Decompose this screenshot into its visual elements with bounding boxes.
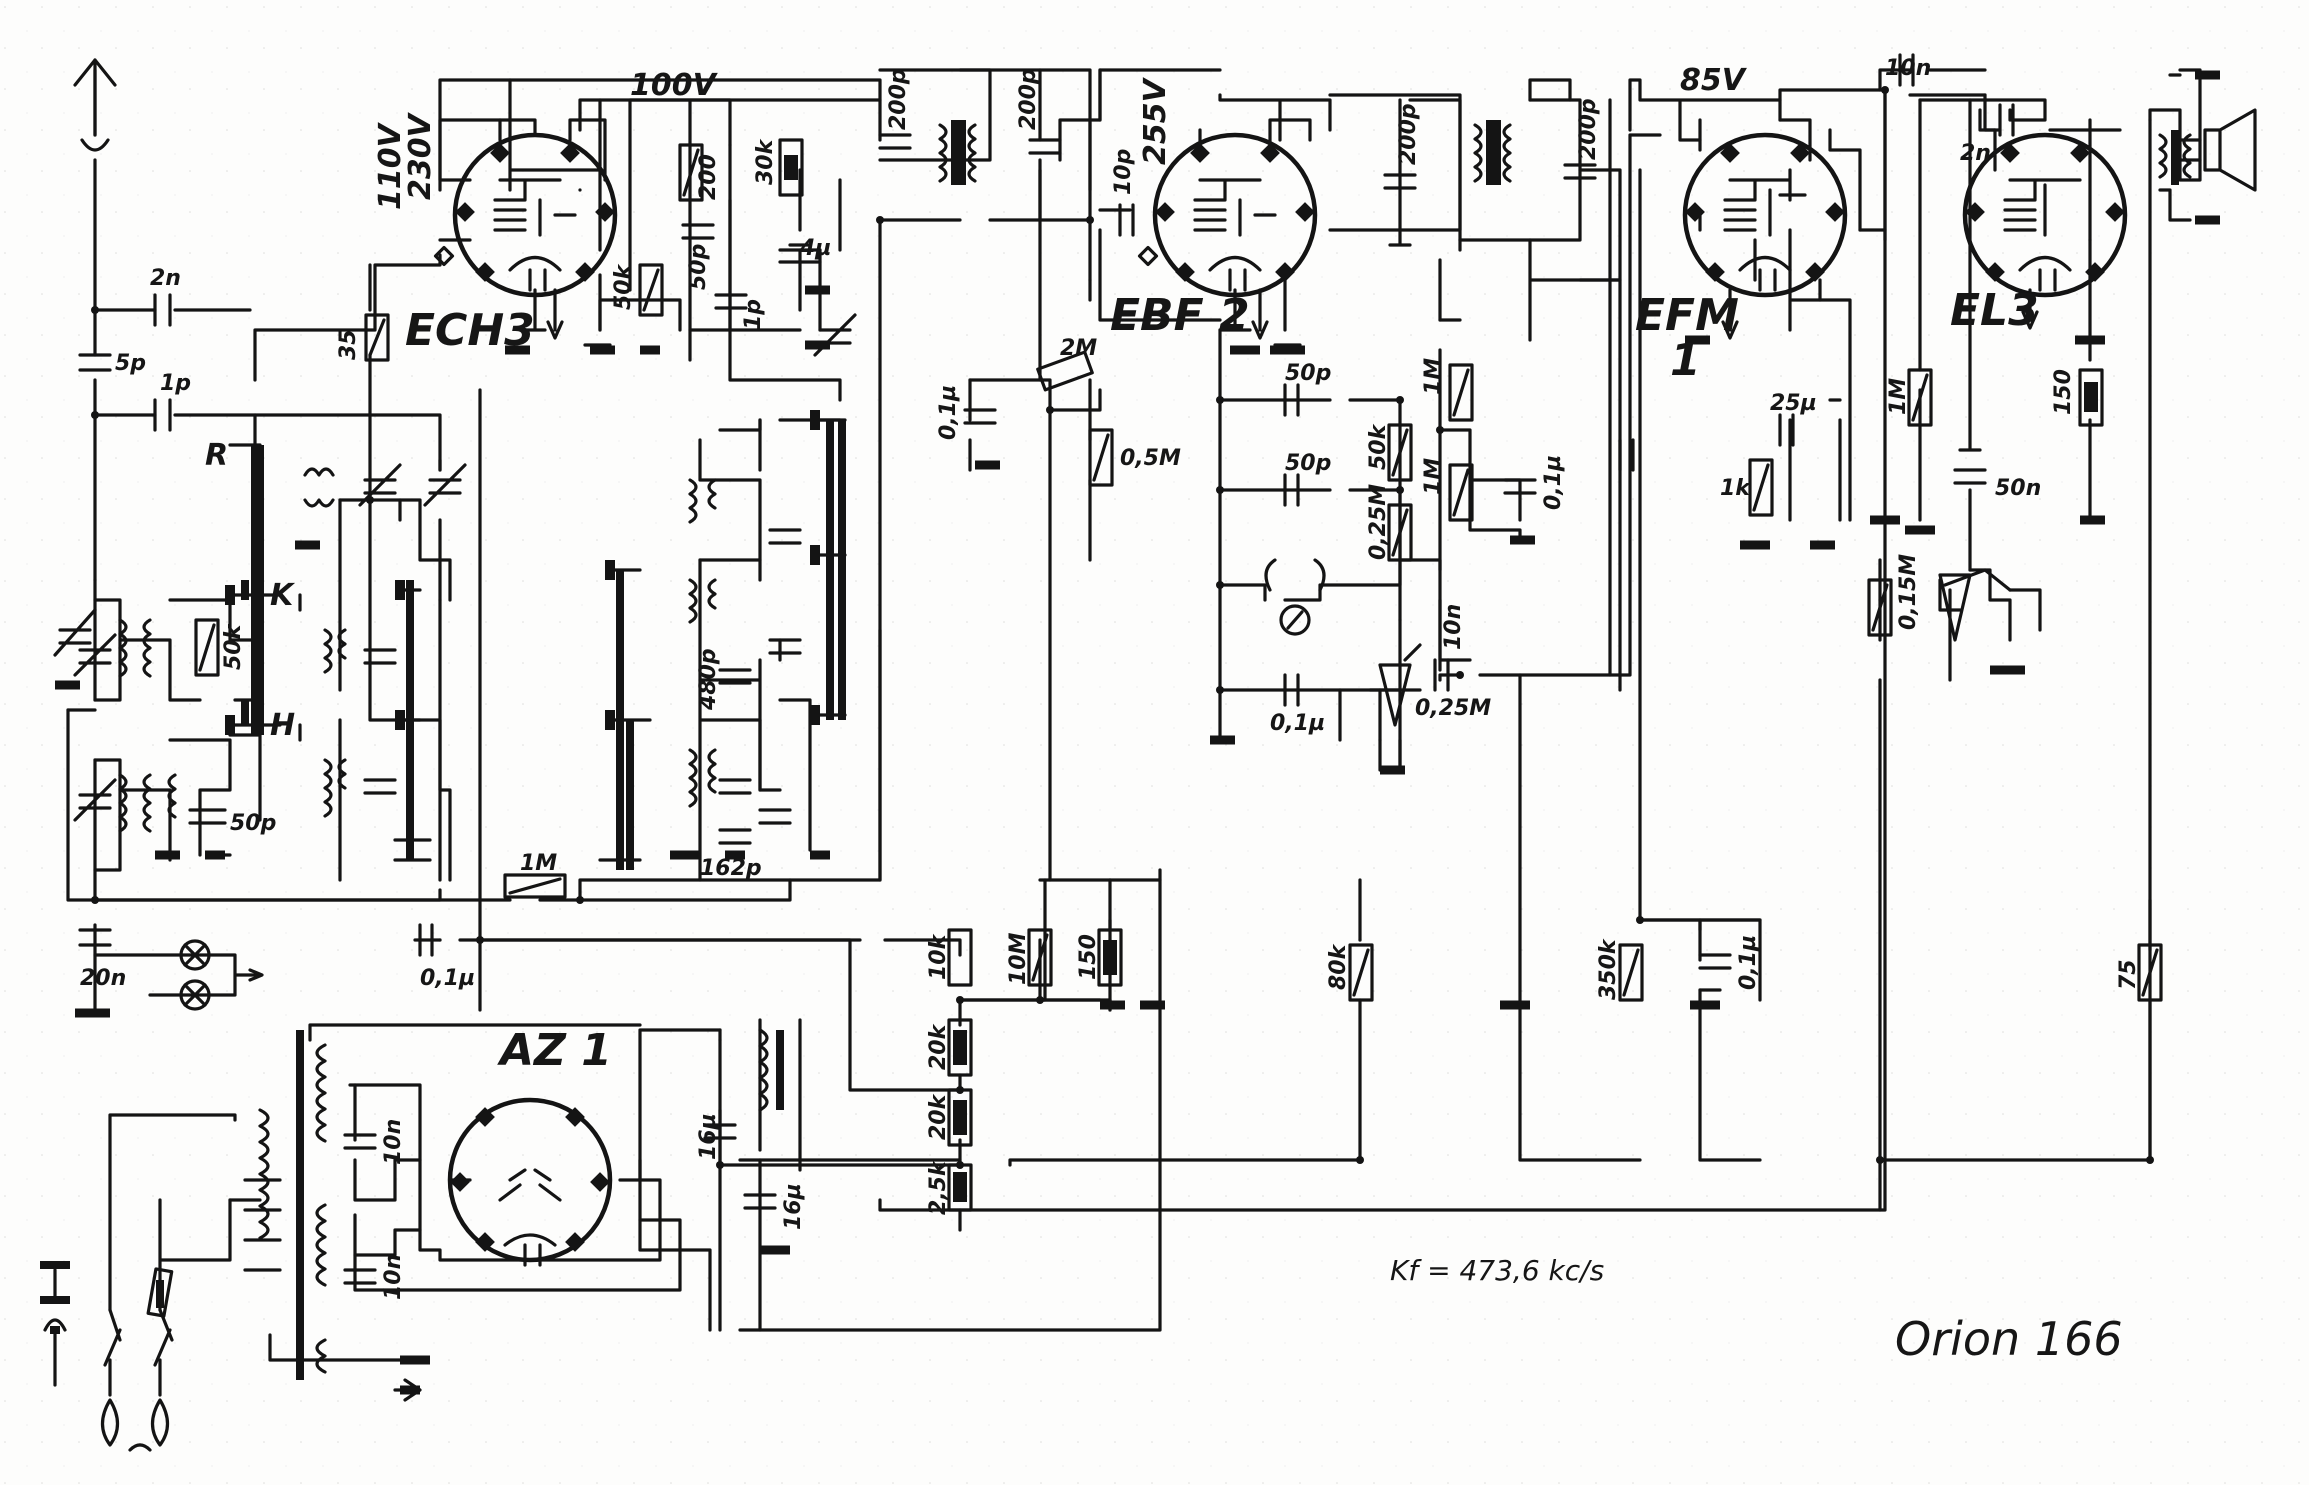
c-50p-det1-label: 50p [1285, 361, 1331, 386]
c-4u-label: 4µ [799, 236, 832, 261]
tube-el3 [1962, 132, 2128, 345]
c-20n-label: 20n [80, 966, 126, 991]
band-labels: R K H [205, 438, 296, 743]
mains-switch [40, 1261, 174, 1367]
r-1m-el3-label: 1M [1886, 378, 1911, 415]
efm1-label: EFM [1635, 290, 1739, 341]
r-20k-b-label: 20k [926, 1093, 951, 1140]
pot-025m-label: 0,25M [1415, 696, 1491, 721]
az1-label: AZ 1 [497, 1025, 612, 1076]
pot-015m-label: 0,15M [1896, 554, 1921, 630]
r-1m-a-label: 1M [1421, 358, 1446, 395]
v85-label: 85V [1680, 63, 1748, 98]
tube-ebf2 [1137, 118, 1318, 355]
v255-label: 255V [1138, 76, 1173, 165]
c-200p-a-label: 200p [886, 68, 911, 130]
c-200p-c-label: 200p [1396, 103, 1421, 165]
band-k-label: K [270, 578, 296, 613]
c-10n-vol-label: 10n [1441, 604, 1466, 650]
r-200-label: 200 [696, 154, 721, 200]
r-20k-a-label: 20k [926, 1023, 951, 1070]
junction-dots [91, 86, 2154, 1169]
r-75-label: 75 [2116, 959, 2141, 990]
dial-gang-arrow [393, 1378, 422, 1402]
r-35-label: 35 [336, 329, 361, 360]
tube-labels: ECH3 EBF 2 EFM 1 EL3 AZ 1 [405, 285, 2039, 1076]
resistor-slashes [198, 148, 2159, 997]
r-1m-agc-label: 1M [520, 851, 557, 876]
voltage-labels: 230V 110V 100V 255V 85V [373, 63, 1748, 210]
c-01-efm-label: 0,1µ [1541, 455, 1566, 510]
r-025m-det-label: 0,25M [1366, 484, 1391, 560]
volume-potentiometer [1368, 643, 1422, 727]
r-25k-label: 2,5k [926, 1160, 951, 1215]
r-10m-label: 10M [1006, 932, 1031, 985]
c-25u-label: 25µ [1770, 391, 1817, 416]
c-01-350-label: 0,1µ [1736, 935, 1761, 990]
c-1p-ant-label: 1p [160, 371, 191, 396]
capacitors [78, 53, 2015, 1285]
band-r-label: R [205, 438, 228, 473]
c-16u-a-label: 16µ [696, 1113, 721, 1160]
r-1k-label: 1k [1720, 476, 1751, 501]
band-switch [228, 418, 847, 862]
r-50k-osc-label: 50k [221, 623, 246, 670]
antenna-symbol [73, 58, 117, 152]
r-350k-label: 350k [1596, 938, 1621, 1000]
v230-label: 230V [403, 111, 438, 200]
component-values: 2n 5p 1p 50k 50p 20n 35 0,1µ 1M 50k 200 … [80, 56, 2141, 1300]
r-30k-label: 30k [753, 138, 778, 185]
speaker [2203, 108, 2257, 192]
grounds [55, 70, 2220, 1365]
resistors [146, 138, 2163, 1318]
c-16u-b-label: 16µ [781, 1183, 806, 1230]
c-50p-ech-label: 50p [686, 244, 711, 290]
ebf2-label: EBF 2 [1110, 290, 1250, 341]
r-150-el3-label: 150 [2051, 369, 2076, 415]
c-50p-ant-label: 50p [230, 811, 276, 836]
r-05m-label: 0,5M [1120, 446, 1181, 471]
c-5p-label: 5p [115, 351, 146, 376]
c-200p-b-label: 200p [1016, 68, 1041, 130]
c-50p-det2-label: 50p [1285, 451, 1331, 476]
c-1p-mid-label: 1p [741, 299, 766, 330]
tube-az1 [447, 1097, 613, 1267]
c-10n-pt1-label: 10n [381, 1119, 406, 1165]
r-50k-ech-label: 50k [611, 263, 636, 310]
efm1-sub-label: 1 [1670, 335, 1701, 386]
r-10k-label: 10k [926, 933, 951, 980]
c-01-ground-label: 0,1µ [420, 966, 475, 991]
band-h-label: H [270, 708, 295, 743]
c-01-det-label: 0,1µ [1270, 711, 1325, 736]
c-162p-label: 162p [700, 856, 762, 881]
r-150-ps-label: 150 [1076, 934, 1101, 980]
ech3-label: ECH3 [405, 305, 535, 356]
c-2n-el3-label: 2n [1960, 141, 1991, 166]
magic-eye-indicator [1264, 558, 1326, 636]
el3-label: EL3 [1950, 285, 2039, 336]
c-2n-ant-label: 2n [150, 266, 181, 291]
v100-label: 100V [630, 68, 719, 103]
r-2m-label: 2M [1060, 336, 1097, 361]
c-480p-label: 480p [696, 648, 721, 711]
c-10n-out-label: 10n [1885, 56, 1931, 81]
c-200p-d-label: 200p [1576, 98, 1601, 160]
if-frequency-note: Kf = 473,6 kc/s [1390, 1254, 1604, 1287]
c-01-if-label: 0,1µ [936, 385, 961, 440]
resistor-fills [156, 155, 2098, 1308]
coils [118, 123, 2192, 1374]
c-10p-label: 10p [1111, 149, 1136, 195]
tube-efm1 [1682, 132, 1848, 340]
switch-contacts [225, 410, 820, 735]
c-50n-label: 50n [1995, 476, 2041, 501]
schematic-title: Orion 166 [1895, 1312, 2123, 1366]
c-10n-pt2-label: 10n [381, 1254, 406, 1300]
v110-label: 110V [373, 121, 408, 210]
dial-lamps [179, 939, 264, 1011]
r-80k-label: 80k [1326, 943, 1351, 990]
r-1m-b-label: 1M [1421, 458, 1446, 495]
r-50k-det-label: 50k [1366, 423, 1391, 470]
